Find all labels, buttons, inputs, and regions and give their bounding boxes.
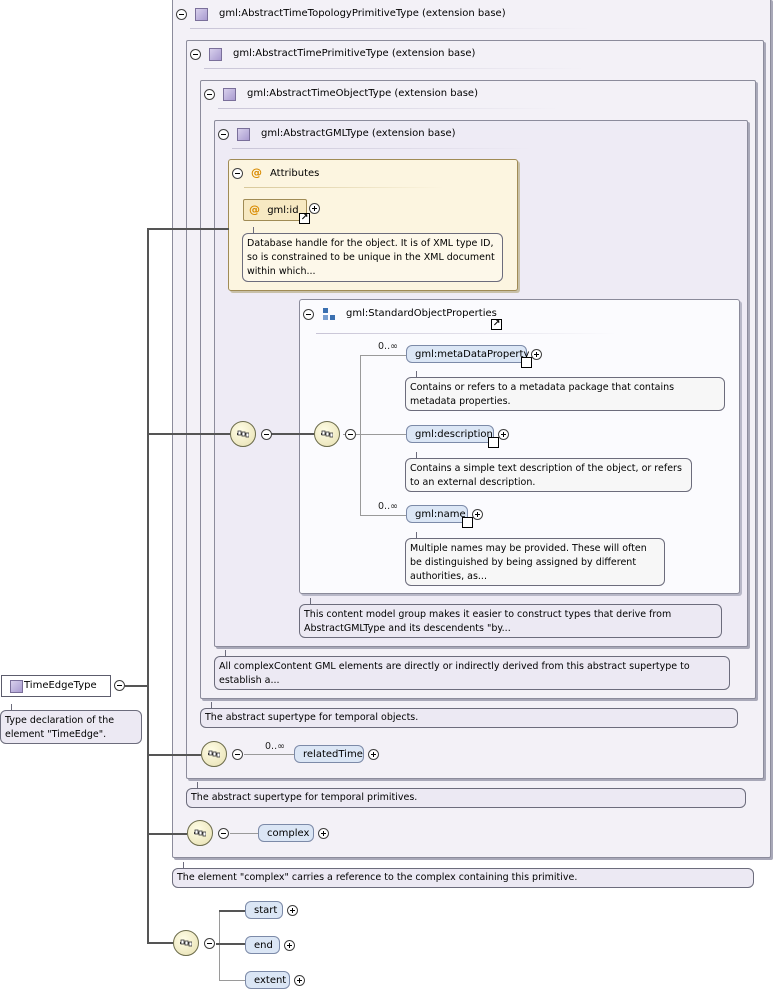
expand-end-button[interactable] — [284, 940, 295, 951]
connector — [147, 228, 149, 944]
sequence-compositor[interactable] — [201, 741, 227, 767]
time-primitive-doc: The abstract supertype for temporal prim… — [186, 782, 746, 808]
collapse-sequence-button[interactable] — [232, 749, 243, 760]
collapse-sequence-button[interactable] — [218, 828, 229, 839]
element-doc-metadata: Contains or refers to a metadata package… — [405, 371, 725, 411]
element-complex[interactable]: complex — [258, 824, 314, 842]
collapse-primitive-button[interactable] — [190, 49, 201, 60]
element-label: complex — [267, 828, 310, 839]
element-extent[interactable]: extent — [245, 971, 290, 989]
element-gml-description[interactable]: gml:description — [406, 425, 499, 448]
complex-type-icon — [10, 680, 23, 693]
complex-type-icon — [223, 88, 236, 101]
expand-metadata-button[interactable] — [531, 349, 542, 360]
root-type-doc: Type declaration of the element "TimeEdg… — [0, 704, 142, 744]
choice-compositor[interactable] — [173, 930, 199, 956]
group-icon — [323, 308, 337, 322]
reference-arrow-icon[interactable]: ↗ — [491, 319, 502, 330]
element-doc-description: Contains a simple text description of th… — [405, 452, 692, 492]
gml-type-doc: All complexContent GML elements are dire… — [214, 650, 730, 690]
extension-title-primitive: gml:AbstractTimePrimitiveType (extension… — [233, 48, 476, 59]
expand-start-button[interactable] — [287, 905, 298, 916]
element-label: relatedTime — [303, 749, 363, 760]
element-label: gml:description — [415, 429, 493, 440]
collapse-attributes-button[interactable] — [232, 168, 243, 179]
attribute-icon: @ — [251, 166, 262, 179]
multiplicity-label: 0..∞ — [265, 741, 285, 752]
collapse-sequence-button[interactable] — [204, 938, 215, 949]
collapse-topology-button[interactable] — [176, 9, 187, 20]
sequence-compositor[interactable] — [230, 421, 256, 447]
element-gml-metadata-property[interactable]: gml:metaDataProperty — [406, 345, 532, 368]
expand-attribute-button[interactable] — [309, 203, 320, 214]
expand-name-button[interactable] — [472, 509, 483, 520]
element-related-time[interactable]: relatedTime — [294, 745, 364, 763]
element-start[interactable]: start — [245, 901, 283, 919]
element-label: gml:metaDataProperty — [415, 349, 530, 360]
root-type-label: TimeEdgeType — [24, 680, 97, 691]
collapse-sequence-button[interactable] — [261, 429, 272, 440]
sequence-compositor[interactable] — [187, 820, 213, 846]
element-end[interactable]: end — [245, 936, 280, 954]
connector — [125, 685, 149, 687]
element-doc-name: Multiple names may be provided. These wi… — [405, 532, 665, 586]
attribute-doc: Database handle for the object. It is of… — [242, 227, 503, 282]
element-label: extent — [254, 975, 287, 986]
expand-complex-button[interactable] — [318, 828, 329, 839]
attribute-id-label: gml:id — [267, 205, 299, 216]
collapse-group-button[interactable] — [303, 309, 314, 320]
attributes-title: Attributes — [270, 168, 320, 179]
element-label: end — [254, 940, 273, 951]
collapse-gml-button[interactable] — [218, 129, 229, 140]
root-type-time-edge[interactable]: TimeEdgeType — [1, 675, 111, 697]
complex-doc: The element "complex" carries a referenc… — [172, 862, 754, 888]
collapse-root-button[interactable] — [114, 680, 125, 691]
multiplicity-label: 0..∞ — [378, 501, 398, 512]
group-title: gml:StandardObjectProperties — [346, 308, 497, 319]
expand-extent-button[interactable] — [294, 975, 305, 986]
extension-title-topology: gml:AbstractTimeTopologyPrimitiveType (e… — [219, 8, 506, 19]
complex-type-icon — [209, 48, 222, 61]
extension-title-object: gml:AbstractTimeObjectType (extension ba… — [247, 88, 478, 99]
multiplicity-label: 0..∞ — [378, 341, 398, 352]
element-label: start — [254, 905, 278, 916]
complex-type-icon — [195, 8, 208, 21]
attribute-icon: @ — [249, 203, 260, 216]
group-doc: This content model group makes it easier… — [299, 598, 722, 638]
complex-type-icon — [237, 128, 250, 141]
reference-arrow-icon[interactable]: ↗ — [299, 213, 310, 224]
attribute-gml-id[interactable]: @ gml:id — [243, 199, 307, 221]
expand-description-button[interactable] — [498, 429, 509, 440]
element-label: gml:name — [415, 509, 466, 520]
sequence-compositor[interactable] — [314, 421, 340, 447]
collapse-object-button[interactable] — [204, 89, 215, 100]
extension-title-gml: gml:AbstractGMLType (extension base) — [261, 128, 456, 139]
collapse-sequence-button[interactable] — [345, 429, 356, 440]
element-gml-name[interactable]: gml:name — [406, 505, 473, 528]
expand-related-time-button[interactable] — [368, 749, 379, 760]
time-object-doc: The abstract supertype for temporal obje… — [200, 702, 738, 728]
